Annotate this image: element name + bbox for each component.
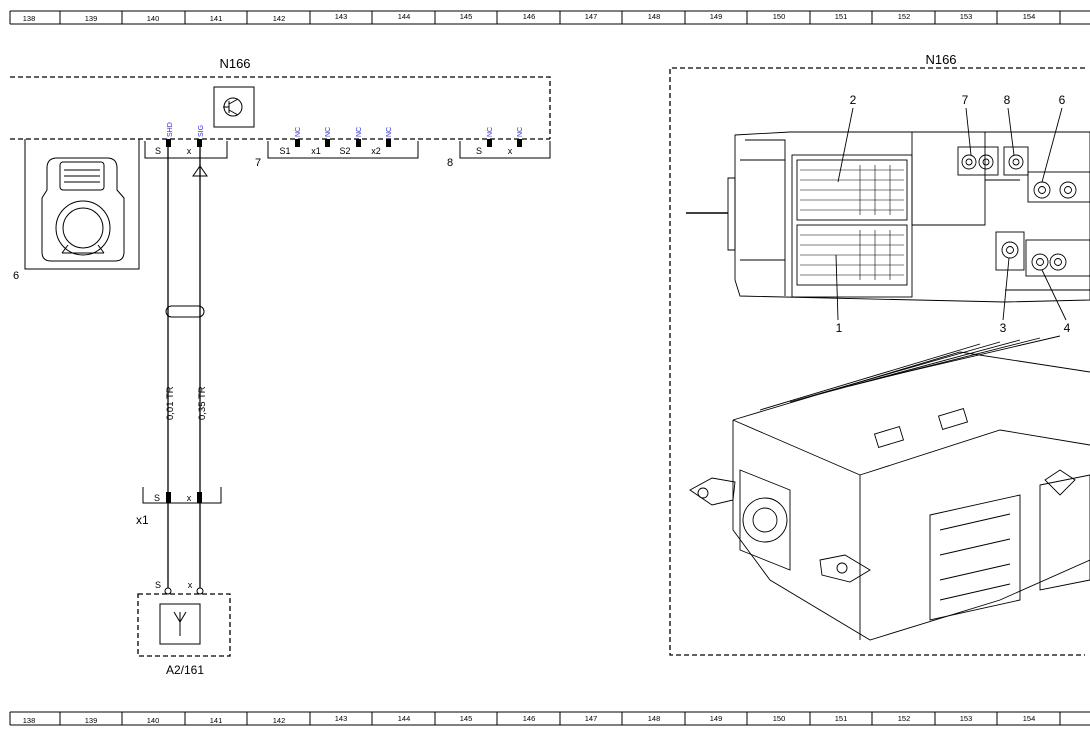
- bottom-ruler-label: 144: [398, 714, 411, 723]
- top-ruler-label: 153: [960, 12, 973, 21]
- bottom-ruler-label: 149: [710, 714, 723, 723]
- coax-socket-icon: [41, 157, 125, 262]
- pin-flag: NC: [295, 127, 302, 137]
- top-ruler-label: 139: [85, 14, 98, 23]
- component-callout: 4: [1064, 321, 1071, 335]
- top-ruler-label: 149: [710, 12, 723, 21]
- bottom-ruler-label: 143: [335, 714, 348, 723]
- pin-flag: NC: [356, 127, 363, 137]
- pin-label: S: [155, 146, 161, 156]
- pin-label: x1: [311, 146, 321, 156]
- bottom-ruler-label: 147: [585, 714, 598, 723]
- module-label: N166: [219, 56, 250, 71]
- pin-flag: SIG: [198, 125, 205, 137]
- component-callout: 7: [962, 93, 969, 107]
- top-ruler-label: 141: [210, 14, 223, 23]
- top-column-ruler: 138 139 140 141 142 143 144 145 146 147 …: [9, 10, 1090, 25]
- top-ruler-label: 154: [1023, 12, 1036, 21]
- wire-label-shield: 0,01 TR: [165, 386, 176, 420]
- bottom-ruler-label: 153: [960, 714, 973, 723]
- bottom-ruler-label: 139: [85, 716, 98, 725]
- component-callout: 3: [1000, 321, 1007, 335]
- isolation-triangle: [192, 165, 208, 177]
- pin-label: S: [154, 493, 160, 503]
- pin-flag: NC: [386, 127, 393, 137]
- bottom-ruler-label: 145: [460, 714, 473, 723]
- top-ruler-label: 143: [335, 12, 348, 21]
- pin-flag: SHD: [167, 122, 174, 137]
- top-ruler-label: 152: [898, 12, 911, 21]
- connector-8-housing: [459, 141, 551, 159]
- top-ruler-label: 145: [460, 12, 473, 21]
- top-ruler-label: 151: [835, 12, 848, 21]
- bottom-ruler-label: 140: [147, 716, 160, 725]
- callout-8: 8: [447, 157, 453, 169]
- component-callout: 2: [850, 93, 857, 107]
- bottom-ruler-label: 152: [898, 714, 911, 723]
- component-callout: 8: [1004, 93, 1011, 107]
- top-ruler-label: 148: [648, 12, 661, 21]
- pin-flags: SHD SIG NC NC NC NC NC NC: [167, 122, 524, 137]
- component-view: N166: [669, 52, 1090, 656]
- top-ruler-label: 140: [147, 14, 160, 23]
- pin-label: x2: [371, 146, 381, 156]
- component-callout: 6: [1059, 93, 1066, 107]
- pin-flag: NC: [487, 127, 494, 137]
- bottom-ruler-label: 154: [1023, 714, 1036, 723]
- top-ruler-label: 150: [773, 12, 786, 21]
- bottom-ruler-label: 138: [23, 716, 36, 725]
- component-view-title: N166: [925, 52, 956, 67]
- connector-7-housing: [267, 141, 419, 159]
- antenna-label: A2/161: [166, 663, 204, 677]
- wires: [165, 147, 208, 588]
- pin-label: S: [476, 146, 482, 156]
- bottom-ruler-label: 150: [773, 714, 786, 723]
- connector-x1-label: x1: [136, 513, 149, 527]
- pin-label: x: [188, 580, 193, 590]
- wire-label-signal: 0,35 TR: [197, 386, 208, 420]
- pin-label: S1: [279, 146, 290, 156]
- callout-leaders: [835, 107, 1067, 321]
- callout-6: 6: [13, 270, 19, 282]
- top-ruler-label: 144: [398, 12, 411, 21]
- pin-flag: NC: [325, 127, 332, 137]
- top-ruler-label: 142: [273, 14, 286, 23]
- bottom-ruler-label: 148: [648, 714, 661, 723]
- module-isometric-view: [689, 335, 1090, 641]
- callout-7: 7: [255, 157, 261, 169]
- cable-shield-oval: [165, 305, 205, 318]
- top-ruler-label: 147: [585, 12, 598, 21]
- pin-flag: NC: [517, 127, 524, 137]
- module-n166-schematic: [10, 76, 551, 270]
- antenna-symbol: [159, 603, 201, 645]
- antenna-icon: [173, 611, 187, 636]
- pin-label: x: [187, 493, 192, 503]
- top-ruler-label: 138: [23, 14, 36, 23]
- transistor-symbol: [213, 86, 255, 128]
- pin-label: S: [155, 580, 161, 590]
- bottom-ruler-label: 146: [523, 714, 536, 723]
- module-rear-view: [686, 131, 1090, 303]
- bottom-ruler-label: 141: [210, 716, 223, 725]
- pin-label: S2: [339, 146, 350, 156]
- top-ruler-label: 146: [523, 12, 536, 21]
- bottom-column-ruler: 138 139 140 141 142 143 144 145 146 147 …: [9, 711, 1090, 726]
- bottom-ruler-label: 142: [273, 716, 286, 725]
- antenna-a2-161: S x A2/161: [137, 580, 231, 677]
- component-callout: 1: [836, 321, 843, 335]
- pin-terminals: [166, 139, 522, 147]
- bottom-ruler-label: 151: [835, 714, 848, 723]
- socket-6-frame: [24, 139, 140, 270]
- pin-label: x: [187, 146, 192, 156]
- pin-label: x: [508, 146, 513, 156]
- connector-6-housing: [144, 141, 228, 159]
- connector-x1: S x x1: [136, 487, 222, 527]
